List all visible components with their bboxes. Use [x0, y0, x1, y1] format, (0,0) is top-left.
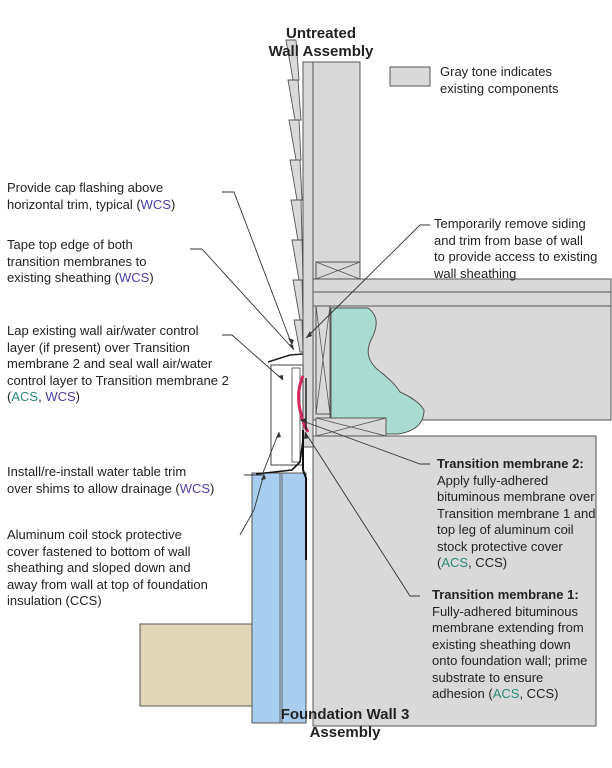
wall-sheathing — [302, 61, 314, 448]
top-title-line2: Wall Assembly — [268, 43, 374, 60]
leader-aluminum-cover — [239, 473, 265, 536]
grade-soil — [139, 623, 253, 707]
callout-membrane-1: Transition membrane 1: Fully-adhered bit… — [432, 587, 587, 703]
paren: ( — [437, 555, 442, 570]
rim-insulation — [330, 307, 425, 435]
wcs-tag: WCS — [179, 480, 211, 496]
paren: ( — [7, 389, 12, 404]
callout-cap-flashing: Provide cap flashing above horizontal tr… — [7, 180, 175, 213]
paren: ) — [75, 389, 80, 404]
trim-shim — [291, 367, 301, 463]
top-title-line1: Untreated — [285, 25, 356, 42]
membrane-1-line2: membrane extending from — [432, 620, 584, 635]
membrane-2-line6: (ACS, CCS) — [437, 555, 596, 572]
tape-top-line2: transition membranes to — [7, 253, 147, 269]
cap-flashing-line1: Provide cap flashing above — [7, 180, 164, 195]
membrane-2-line1: Apply fully-adhered — [437, 472, 549, 488]
callout-membrane-2: Transition membrane 2: Apply fully-adher… — [437, 456, 596, 572]
wcs-tag: WCS — [45, 389, 76, 404]
legend-text: Gray tone indicates existing components — [440, 64, 559, 97]
membrane-2-line4: top leg of aluminum coil — [437, 522, 574, 537]
acs-tag: ACS — [441, 555, 469, 570]
cap-flashing — [267, 353, 304, 363]
remove-siding-line3: to provide access to existing — [434, 249, 598, 264]
leader-lap-existing — [222, 334, 284, 381]
aluminum-cover-line1: Aluminum coil stock protective — [7, 527, 182, 542]
wcs-tag: WCS — [119, 270, 150, 285]
legend-swatch — [389, 66, 431, 87]
bottom-title: Foundation Wall 3 Assembly — [265, 706, 425, 742]
callout-water-table: Install/re-install water table trim over… — [7, 464, 214, 497]
legend-line2: existing components — [440, 80, 559, 96]
separator: , — [38, 389, 46, 404]
aluminum-cover-line3: sheathing and sloped down and — [7, 560, 191, 575]
lap-existing-line1: Lap existing wall air/water control — [7, 323, 199, 338]
membrane-2-heading: Transition membrane 2: — [437, 456, 584, 471]
cap-flashing-line2: horizontal trim, typical (WCS) — [7, 197, 175, 214]
lap-existing-line5: (ACS, WCS) — [7, 389, 229, 406]
leader-membrane-2 — [299, 419, 430, 465]
tape-top-line1: Tape top edge of both — [7, 237, 133, 252]
leader-tape-top — [190, 248, 295, 351]
ccs-tag: , CCS) — [468, 555, 508, 570]
aluminum-cover-line4: away from wall at top of foundation — [7, 576, 208, 592]
lap-existing-line3: membrane 2 and seal wall air/water — [7, 356, 213, 371]
leader-membrane-1 — [304, 431, 420, 597]
transition-membrane-1 — [302, 430, 307, 560]
wcs-tag: WCS — [140, 196, 171, 212]
membrane-1-line6: adhesion (ACS, CCS) — [432, 686, 587, 703]
membrane-1-line3: existing sheathing down — [432, 636, 571, 652]
paren: ) — [210, 480, 215, 496]
foundation-wall — [312, 435, 597, 727]
legend-line1: Gray tone indicates — [440, 64, 553, 79]
membrane-1-heading: Transition membrane 1: — [432, 587, 579, 602]
tape-top-line3: existing sheathing (WCS) — [7, 270, 154, 287]
remove-siding-line1: Temporarily remove siding — [434, 216, 586, 231]
existing-siding — [285, 39, 304, 353]
acs-tag: ACS — [11, 389, 39, 404]
membrane-1-line4: onto foundation wall; prime — [432, 653, 588, 668]
lap-existing-line4: control layer to Transition membrane 2 — [7, 372, 229, 388]
aluminum-cover-line5: insulation (CCS) — [7, 593, 102, 608]
leader-cap-flashing — [222, 191, 293, 346]
ccs-tag: , CCS) — [519, 686, 559, 701]
lap-existing-line2: layer (if present) over Transition — [7, 339, 190, 355]
callout-remove-siding: Temporarily remove siding and trim from … — [434, 216, 597, 282]
callout-lap-existing: Lap existing wall air/water control laye… — [7, 323, 229, 406]
aluminum-cover-line2: cover fastened to bottom of wall — [7, 543, 191, 559]
water-table-line1: Install/re-install water table trim — [7, 464, 187, 479]
remove-siding-line4: wall sheathing — [434, 265, 517, 281]
paren: ) — [171, 196, 176, 212]
water-table-line2: over shims to allow drainage (WCS) — [7, 481, 214, 498]
aluminum-coil-cover — [255, 439, 304, 475]
membrane-1-line1: Fully-adhered bituminous — [432, 603, 578, 619]
callout-tape-top: Tape top edge of both transition membran… — [7, 237, 154, 287]
bottom-title-line2: Assembly — [309, 724, 381, 741]
tape-top-text: existing sheathing ( — [7, 270, 120, 285]
bottom-title-line1: Foundation Wall 3 — [280, 706, 410, 723]
membrane-2-line5: stock protective cover — [437, 538, 563, 554]
membrane-2-line3: Transition membrane 1 and — [437, 505, 596, 521]
membrane-2-line2: bituminous membrane over — [437, 489, 595, 504]
wall-stud-cavity — [312, 61, 361, 289]
leader-water-table — [244, 431, 280, 476]
water-table-text: over shims to allow drainage ( — [7, 480, 180, 496]
membrane-1-line5: substrate to ensure — [432, 669, 544, 685]
paren: ) — [149, 270, 154, 285]
top-title: Untreated Wall Assembly — [262, 25, 380, 61]
foundation-insulation — [251, 472, 307, 724]
remove-siding-line2: and trim from base of wall — [434, 232, 583, 248]
leader-remove-siding — [305, 224, 430, 339]
acs-tag: ACS — [492, 686, 520, 701]
adhesion-text: adhesion ( — [432, 686, 493, 701]
cap-flashing-text: horizontal trim, typical ( — [7, 196, 141, 212]
callout-aluminum-cover: Aluminum coil stock protective cover fas… — [7, 527, 208, 610]
